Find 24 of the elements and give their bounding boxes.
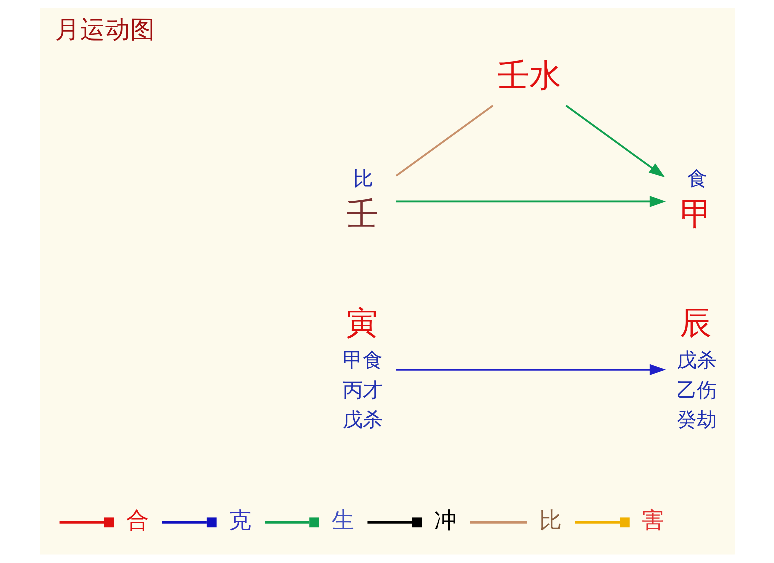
node-text: 壬水	[497, 56, 562, 94]
node-label: 癸劫	[676, 408, 716, 432]
node-label: 甲食	[342, 349, 382, 372]
node-label: 戊杀	[676, 349, 716, 372]
legend-label: 比	[539, 508, 562, 534]
legend-label: 合	[126, 508, 148, 534]
arrow	[565, 105, 665, 178]
node-label: 丙才	[342, 378, 382, 402]
legend-label: 害	[642, 508, 664, 534]
node-text: 辰	[679, 304, 712, 342]
node-text: 甲	[680, 194, 712, 233]
diagram-title: 月运动图	[55, 14, 156, 44]
arrow	[396, 364, 666, 376]
node-label: 食	[686, 167, 707, 190]
node-label: 比	[352, 167, 373, 190]
legend-label: 克	[228, 508, 251, 534]
legend-label: 生	[331, 508, 354, 534]
node-label: 戊杀	[342, 408, 382, 432]
node-label: 乙伤	[676, 378, 716, 402]
legend-label: 冲	[434, 508, 456, 534]
connector	[395, 105, 494, 177]
arrow	[396, 196, 666, 208]
node-text: 寅	[346, 304, 378, 342]
node-text: 壬	[346, 194, 378, 233]
